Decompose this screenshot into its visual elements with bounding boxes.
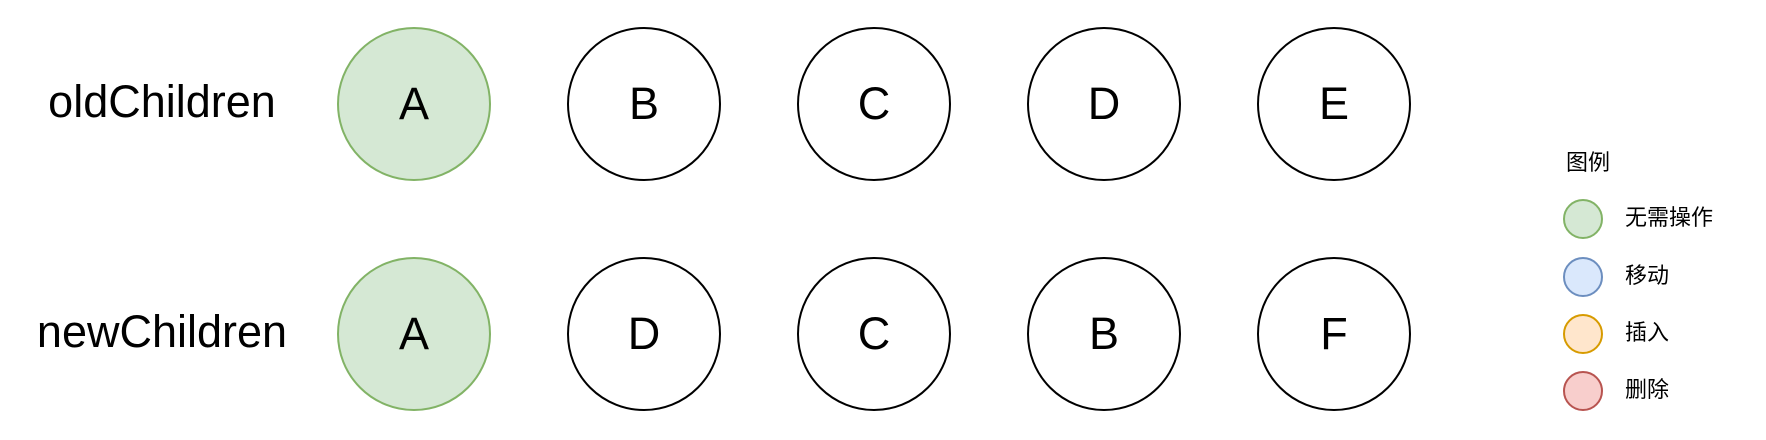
new-node-4: B <box>1027 257 1181 411</box>
new-node-5: F <box>1257 257 1411 411</box>
legend-label-delete: 删除 <box>1625 377 1670 402</box>
old-node-1: A <box>337 27 491 181</box>
legend-title: 图例 <box>1566 150 1611 175</box>
legend-label-no-op: 无需操作 <box>1625 205 1714 230</box>
legend-label-insert: 插入 <box>1625 320 1670 345</box>
row-label-new: newChildren <box>36 306 288 357</box>
new-node-1: A <box>337 257 491 411</box>
legend-swatch-move <box>1563 257 1603 297</box>
row-label-old: oldChildren <box>48 76 276 127</box>
old-node-5: E <box>1257 27 1411 181</box>
legend-swatch-delete <box>1563 371 1603 411</box>
old-node-4: D <box>1027 27 1181 181</box>
new-node-2: D <box>567 257 721 411</box>
legend-label-move: 移动 <box>1625 263 1670 288</box>
legend-swatch-insert <box>1563 314 1603 354</box>
old-node-2: B <box>567 27 721 181</box>
old-node-3: C <box>797 27 951 181</box>
legend-swatch-no-op <box>1563 199 1603 239</box>
new-node-3: C <box>797 257 951 411</box>
